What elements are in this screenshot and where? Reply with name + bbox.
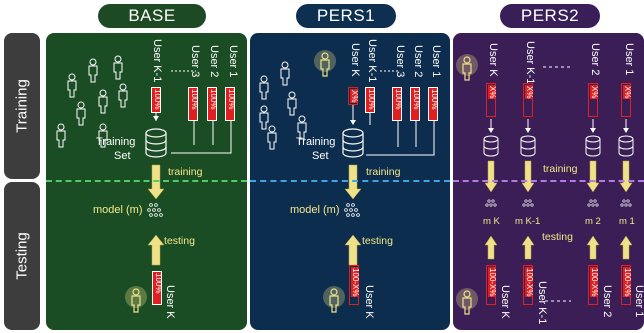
panel-pers2: User K User K-1 User 2 User 1 X% X% X% X… [453,33,644,330]
pers2-bottom-user-icon [462,290,472,315]
base-training-set-label-2: Set [114,150,131,162]
pers1-user-label-2: User 2 [412,45,424,78]
pers1-model-icon [344,203,360,217]
pers1-user-k-icon [320,52,330,77]
pers1-bar-user-k: X% [348,87,359,105]
pers1-testing-label: testing [362,235,393,247]
pers1-training-label: training [366,166,401,178]
pers1-bar-user-2: 100% [410,87,421,121]
base-test-bar: 100% [152,271,163,305]
base-user-label-2: User 2 [208,45,220,78]
pers2-training-label: training [543,163,578,175]
pers2-bar-user-2: X% [588,83,599,117]
base-training-set-label: Training [96,136,136,148]
pers2-model-2: m 2 [585,216,601,227]
base-database-icon [145,128,167,158]
pers1-user-label-k-1: User K-1 [366,39,378,83]
pers1-test-user-label: User K [363,285,375,319]
pers2-top-user-2: User 2 [589,43,601,76]
pers1-bar-user-1: 100% [428,87,439,121]
pers1-model-label: model (m) [290,204,340,216]
base-bar-user-3: 100% [188,87,199,121]
pers1-training-set-label-2: Set [312,150,329,162]
pers2-top-user-k: User K [487,43,499,77]
base-user-label-k-1: User K-1 [151,39,163,83]
pers2-bottom-user-k-1: User K-1 [536,281,548,325]
pers1-user-label-1: User 1 [430,45,442,78]
pers1-database-icon [342,128,364,158]
base-model-icon [147,203,163,217]
pers1-crowd-icons [259,61,307,150]
pers1-test-bar: 100-X% [349,265,360,305]
pers2-graphics [456,54,634,315]
pers2-top-user-icon [462,56,472,81]
base-bar-user-k-1: 100% [151,87,162,113]
base-user-label-3: User 3 [189,45,201,78]
pers1-user-label-k: User K [349,43,361,77]
base-divider [46,180,247,182]
pers2-bottom-user-k: User K [499,285,511,319]
pers2-test-bar-k-1: 100-X% [523,265,534,305]
base-test-user-icon [131,288,141,313]
header-pers2: PERS2 [500,4,600,28]
pers2-model-1: m 1 [619,216,635,227]
pers2-model-k: m K [483,216,500,227]
pers1-bar-user-3: 100% [392,87,403,121]
pers2-bottom-user-1: User 1 [633,285,644,318]
pers1-graphics [259,50,435,313]
base-bar-user-1: 100% [225,87,236,121]
base-bar-user-2: 100% [207,87,218,121]
pers2-test-bar-2: 100-X% [588,265,599,305]
pers1-test-user-icon [329,288,339,313]
pers2-database-icons [483,135,634,157]
pers2-model-k-1: m K-1 [515,216,541,227]
pers2-divider [453,180,644,182]
base-crowd-icons [56,55,128,148]
pers2-bar-user-1: X% [621,83,632,117]
pers1-divider [250,180,450,182]
pers2-top-user-1: User 1 [623,43,635,76]
pers2-testing-label: testing [542,231,573,243]
pers2-test-bar-k: 100-X% [486,265,497,305]
panel-base: User 1 User 2 User 3 User K-1 100% 100% … [46,33,247,330]
base-user-label-1: User 1 [227,45,239,78]
base-training-label: training [168,166,203,178]
row-label-testing: Testing [4,182,40,330]
base-test-user-label: User K [164,285,176,319]
base-graphics [56,55,232,313]
pers1-training-set-label: Training [296,136,336,148]
pers2-model-icons [485,199,632,207]
pers1-bar-user-k-1: 100% [365,87,376,113]
pers2-bar-user-k-1: X% [523,83,534,117]
pers2-bottom-user-2: User 2 [601,285,613,318]
header-pers1: PERS1 [296,4,396,28]
pers2-test-bar-1: 100-X% [621,265,632,305]
header-base: BASE [98,4,206,28]
panel-pers1: User 1 User 2 User 3 User K-1 User K 100… [250,33,450,330]
base-model-label: model (m) [93,204,143,216]
pers1-user-label-3: User 3 [394,45,406,78]
base-testing-label: testing [164,235,195,247]
pers2-top-user-k-1: User K-1 [524,41,536,85]
pers2-bar-user-k: X% [486,83,497,117]
row-label-training: Training [4,33,40,179]
